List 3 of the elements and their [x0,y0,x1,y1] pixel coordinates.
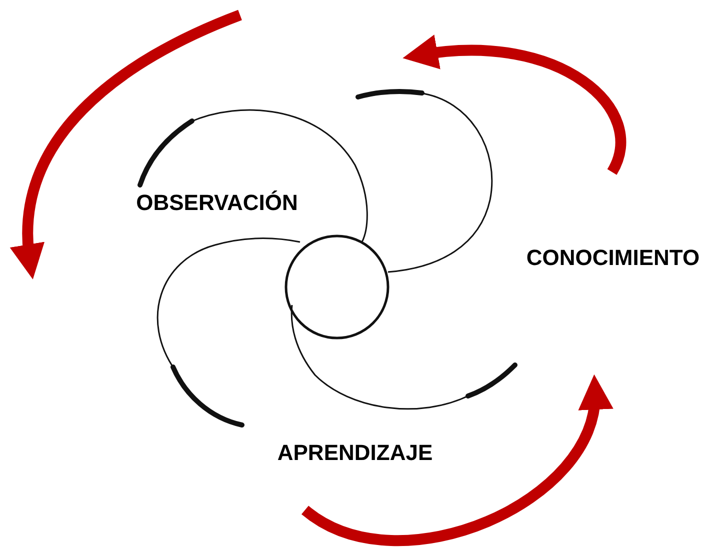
stage-label: APRENDIZAJE [277,442,433,464]
stage-label: OBSERVACIÓN [136,192,298,214]
stage-label: CONOCIMIENTO [526,247,700,269]
